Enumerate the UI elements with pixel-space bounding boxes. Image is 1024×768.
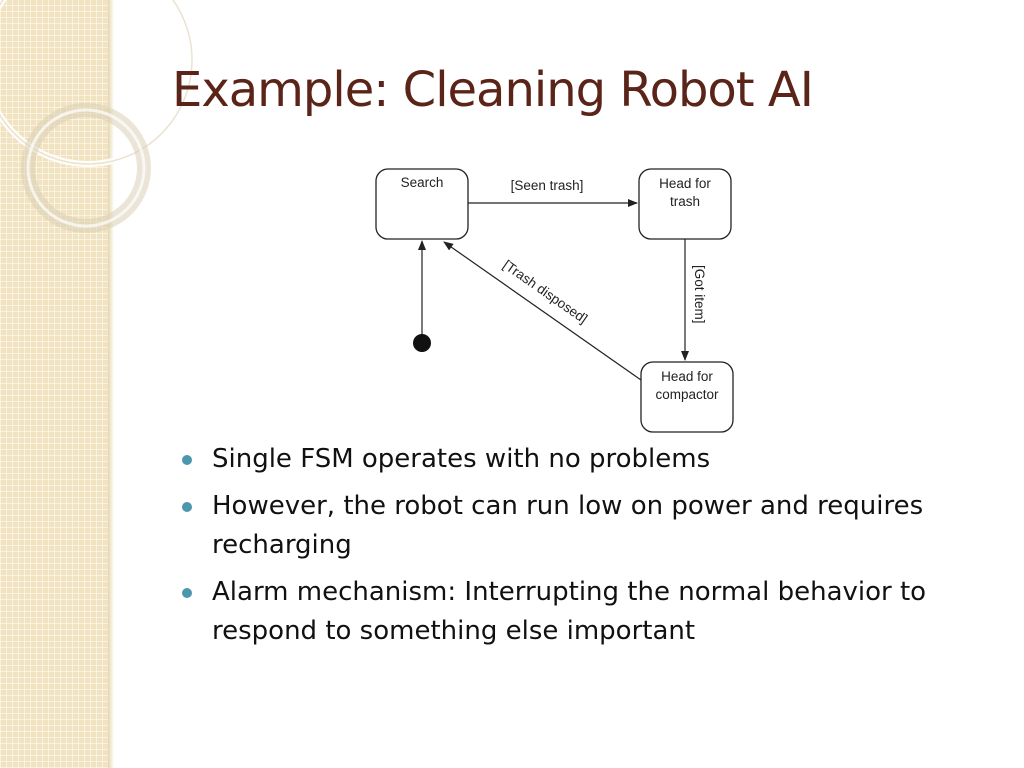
transition-trash-disposed-label: [Trash disposed]: [500, 257, 590, 326]
transition-got-item: [Got item]: [681, 239, 707, 361]
slide-title: Example: Cleaning Robot AI: [172, 62, 814, 118]
state-head-for-compactor-line1: Head for: [661, 369, 713, 384]
transition-seen-trash: [Seen trash]: [468, 178, 638, 207]
initial-state-transition: [413, 240, 431, 352]
initial-state-dot: [413, 334, 431, 352]
state-head-for-trash-line1: Head for: [659, 176, 711, 191]
decorative-rings: [0, 0, 195, 233]
bullet-marker: [182, 502, 192, 512]
bullet-item: Alarm mechanism: Interrupting the normal…: [178, 573, 1008, 651]
side-panel-edge: [108, 0, 114, 768]
bullet-item: However, the robot can run low on power …: [178, 487, 1008, 565]
bullet-text: Single FSM operates with no problems: [212, 444, 711, 474]
bullet-item: Single FSM operates with no problems: [178, 440, 1008, 479]
state-search: Search: [375, 168, 469, 240]
state-search-label: Search: [401, 175, 444, 190]
state-head-for-trash: Head for trash: [638, 168, 732, 240]
state-head-for-trash-line2: trash: [670, 194, 700, 209]
bullet-list: Single FSM operates with no problems How…: [178, 440, 1008, 659]
bullet-marker: [182, 588, 192, 598]
bullet-text: However, the robot can run low on power …: [212, 491, 924, 560]
transition-got-item-label: [Got item]: [692, 265, 707, 324]
bullet-marker: [182, 455, 192, 465]
decorative-side-panel: [0, 0, 112, 768]
state-head-for-compactor: Head for compactor: [640, 361, 734, 433]
bullet-text: Alarm mechanism: Interrupting the normal…: [212, 577, 927, 646]
transition-trash-disposed: [Trash disposed]: [443, 241, 642, 381]
fsm-state-diagram: Search Head for trash Head for compactor…: [375, 168, 734, 433]
state-head-for-compactor-line2: compactor: [655, 387, 719, 402]
transition-seen-trash-label: [Seen trash]: [511, 178, 584, 193]
